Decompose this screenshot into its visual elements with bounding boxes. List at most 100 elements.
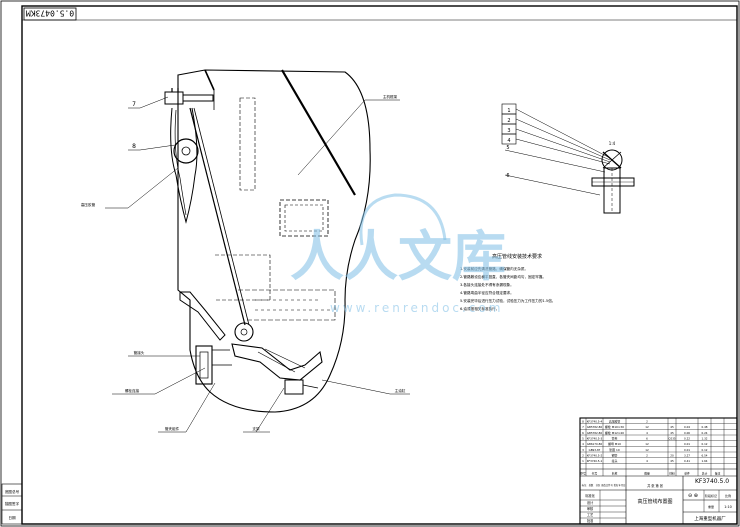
main-callout-labels: 7 8 高压胶管 主机框架 管接头 螺栓连接 管夹组件 支架 主油缸: [81, 94, 406, 431]
bom-cell: 45: [670, 425, 674, 429]
bom-cell: 0.24: [702, 431, 708, 435]
bom-cell: 4: [646, 459, 648, 463]
bom-cell: 0.04: [684, 425, 690, 429]
title-block-text: KF3740.5.0 高压管线布置图 上海重型机器厂 ⊖ ⊕ 阶段标记 比例 1…: [585, 478, 732, 523]
label-hose: 高压胶管: [81, 202, 96, 207]
bom-cell: 1.32: [702, 436, 708, 440]
detail-callout-6: 6: [506, 173, 509, 179]
bom-header-cell: 备注: [715, 472, 721, 476]
detail-callout-5: 5: [506, 145, 509, 151]
label-bolt: 螺栓连接: [125, 388, 140, 393]
note-line-6: 6.油漆按相关标准执行。: [460, 306, 499, 311]
bom-cell: 螺母 M10: [608, 441, 621, 446]
detail-callout-1: 1: [507, 108, 510, 114]
detail-scale: 1:4: [609, 141, 616, 146]
bom-cell: 12: [645, 425, 649, 429]
revision-header-cell: 签名: [614, 483, 619, 487]
bom-cell: 0.01: [684, 448, 690, 452]
title-block: [579, 417, 738, 525]
main-leaders: [105, 96, 410, 433]
bom-cell: 管夹: [612, 435, 618, 440]
technical-notes: 高压管线安装技术要求 1.安装前应先清洗管路，确保管内无杂质。 2.管路敷设应横…: [460, 253, 555, 311]
bom-cell: 垫圈 10: [609, 447, 620, 452]
watermark: 人人文库 www.renrendoc.com: [290, 193, 506, 315]
role-approve: 批准: [587, 518, 594, 523]
left-archive-block: 底图总号 描图签字 日期: [1, 483, 23, 525]
bom-cell: 高压胶管: [609, 418, 621, 423]
detail-callout-2: 2: [507, 118, 510, 124]
bom-cell: 45: [670, 459, 674, 463]
bom-cell: 20: [670, 453, 674, 457]
detail-callout-labels: 1 2 3 4 5 6 1:4: [506, 108, 615, 179]
bom-cell: 螺栓 M12×40: [605, 430, 624, 435]
bom-cell: 2: [646, 419, 648, 423]
bom-cell: KF3740.5-1: [587, 459, 603, 463]
bom-header-cell: 代号: [592, 472, 598, 476]
bom-cell: GB93-87: [589, 448, 601, 452]
label-clamp: 管夹组件: [165, 426, 180, 431]
projection-symbol: ⊖ ⊕: [688, 493, 698, 499]
bom-cell: GB5782-86: [587, 431, 602, 435]
callout-8: 8: [132, 143, 136, 150]
bom-cell: 8: [582, 419, 584, 423]
bom-cell: 0.12: [702, 442, 708, 446]
bom-cell: 12: [645, 448, 649, 452]
bom-cell: 6.54: [702, 453, 708, 457]
bom-cell: GB6170-86: [587, 442, 602, 446]
drawing-scale: 1:10: [724, 505, 732, 509]
bom-header-cell: 名称: [612, 472, 618, 476]
notes-title: 高压管线安装技术要求: [492, 253, 542, 260]
stage-head-1: 阶段标记: [705, 493, 717, 498]
archive-label-1: 底图总号: [5, 489, 20, 494]
detail-view: [501, 103, 635, 214]
bom-cell: 0.01: [684, 442, 690, 446]
role-process: 工艺: [587, 512, 593, 517]
bom-cell: 4: [582, 442, 584, 446]
callout-7: 7: [132, 101, 136, 108]
label-frame: 主机框架: [383, 94, 398, 99]
bom-cell: 0.12: [702, 448, 708, 452]
stage-head-weight: 重量: [708, 504, 714, 509]
bom-cell: KF3740.5-2: [587, 453, 603, 457]
bom-header-cell: 总计: [702, 472, 708, 476]
note-line-4: 4.管路弯曲半径应符合规定要求。: [460, 290, 514, 295]
bom-cell: 12: [645, 442, 649, 446]
revision-header-cell: 更改文件号: [601, 483, 613, 487]
bom-cell: 7: [582, 425, 584, 429]
label-cylinder: 主油缸: [395, 388, 406, 393]
role-std: 标准化: [585, 493, 595, 498]
bom-cell: Q235: [668, 436, 676, 440]
drawing-title: 高压管线布置图: [637, 498, 672, 505]
bom-header-cell: 序号: [580, 472, 586, 476]
bom-cell: 钢管: [612, 452, 618, 457]
bom-cell: 0.41: [684, 459, 690, 463]
bom-cell: 接头: [612, 458, 618, 463]
revision-header-cell: 分区: [596, 483, 601, 487]
company-name: 上海重型机器厂: [694, 515, 726, 522]
hydraulic-lines: [164, 88, 323, 395]
watermark-text: 人人文库: [290, 225, 506, 288]
bom-cell: 螺栓 M10×30: [605, 424, 624, 429]
bom-cell: 2: [646, 453, 648, 457]
bom-cell: 6: [582, 431, 584, 435]
role-design: 设计: [587, 500, 594, 505]
bom-cell: 0.22: [684, 436, 690, 440]
bom-header-cell: 单件: [684, 472, 690, 476]
bom-cell: 3: [582, 448, 584, 452]
bom-cell: 1.64: [702, 459, 708, 463]
bom-cell: 1: [582, 459, 584, 463]
bom-cell: KF3740.5-4: [587, 419, 603, 423]
drawing-code: KF3740.5.0: [695, 478, 729, 485]
bom-cell: KF3740.5-3: [587, 436, 603, 440]
archive-label-3: 日期: [8, 515, 16, 520]
bom-header-cell: 材料: [669, 472, 675, 476]
detail-callout-3: 3: [507, 128, 510, 134]
bom-cell: 0.06: [684, 431, 690, 435]
label-joint: 管接头: [134, 350, 145, 355]
rotated-code-box: 0.5.0473KM: [23, 7, 77, 21]
revision-header-cell: 标记: [582, 483, 587, 487]
note-line-2: 2.管路敷设应横平竖直，各管夹间距均匀，固定牢靠。: [460, 274, 546, 279]
rotated-drawing-code: 0.5.0473KM: [26, 9, 74, 18]
stage-head-2: 比例: [725, 493, 731, 498]
